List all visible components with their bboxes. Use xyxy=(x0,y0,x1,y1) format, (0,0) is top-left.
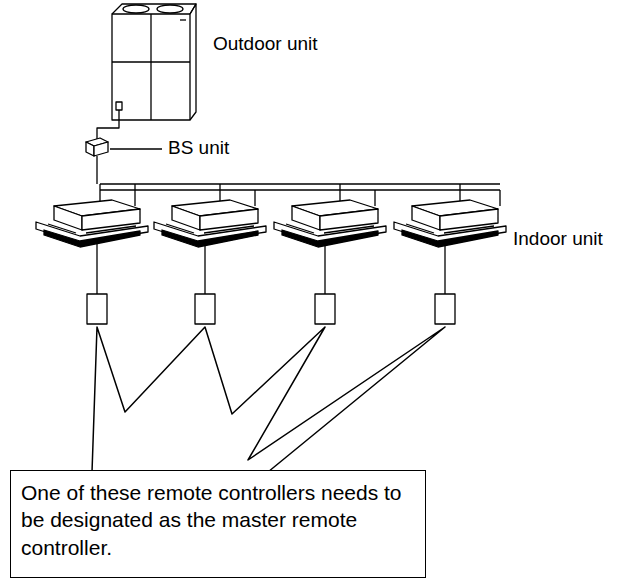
part-label: Indoor unit xyxy=(513,228,603,251)
callout-text: One of these remote controllers needs to… xyxy=(21,479,415,561)
part-label: Outdoor unit xyxy=(213,33,318,56)
part-label: BS unit xyxy=(168,137,229,160)
callout-box: One of these remote controllers needs to… xyxy=(10,470,426,578)
